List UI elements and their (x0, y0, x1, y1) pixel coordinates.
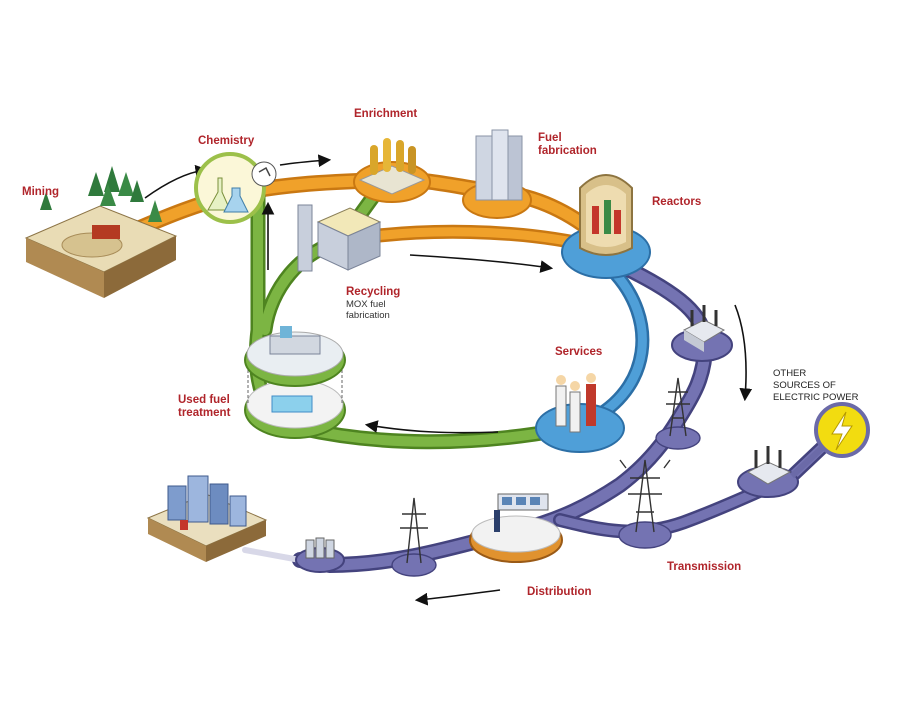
arrow-chemistry-to-enrichment (279, 154, 332, 168)
label-fuel-fabrication-line1: Fuel (538, 132, 562, 144)
reactor-node (561, 174, 651, 279)
label-other-sources-line2: SOURCES OF (773, 380, 836, 391)
other-sources-transformer (737, 446, 799, 498)
purple-link-transformer-to-sources (789, 445, 825, 479)
label-chemistry: Chemistry (198, 135, 255, 147)
label-services: Services (555, 346, 603, 358)
label-fuel-fabrication-line2: fabrication (538, 145, 597, 157)
arrow-services-to-used-fuel (364, 420, 499, 434)
services-node (535, 373, 625, 453)
label-recycling: Recycling (346, 286, 401, 298)
mining-node (24, 166, 178, 298)
label-recycling-sub-line1: MOX fuel (346, 299, 386, 310)
control-room-node (469, 493, 563, 563)
arrow-grid-down (734, 304, 753, 402)
label-mining: Mining (22, 186, 60, 198)
pylon-2 (618, 459, 672, 549)
label-enrichment: Enrichment (354, 108, 418, 120)
enrichment-node (353, 138, 431, 203)
arrow-distribution-left (414, 589, 501, 606)
label-recycling-sub-line2: fabrication (346, 310, 390, 321)
city-node (146, 475, 268, 562)
label-other-sources-line3: ELECTRIC POWER (773, 392, 859, 403)
used-fuel-treatment-node (244, 326, 346, 439)
fuel-fabrication-node (462, 129, 532, 219)
pylon-3 (391, 497, 437, 577)
label-other-sources-line1: OTHER (773, 368, 807, 379)
label-transmission: Transmission (667, 561, 742, 573)
substation-node (295, 537, 345, 573)
label-used-fuel-line2: treatment (178, 407, 231, 419)
label-reactors: Reactors (652, 196, 702, 208)
label-used-fuel-line1: Used fuel (178, 394, 230, 406)
arrow-recycling-to-reactors (409, 254, 554, 273)
pylon-1 (655, 377, 701, 450)
electric-power-bolt-icon (814, 402, 870, 458)
label-distribution: Distribution (527, 586, 592, 598)
chemistry-node (194, 152, 277, 224)
recycling-node (297, 204, 382, 272)
transformer-node (671, 305, 733, 362)
